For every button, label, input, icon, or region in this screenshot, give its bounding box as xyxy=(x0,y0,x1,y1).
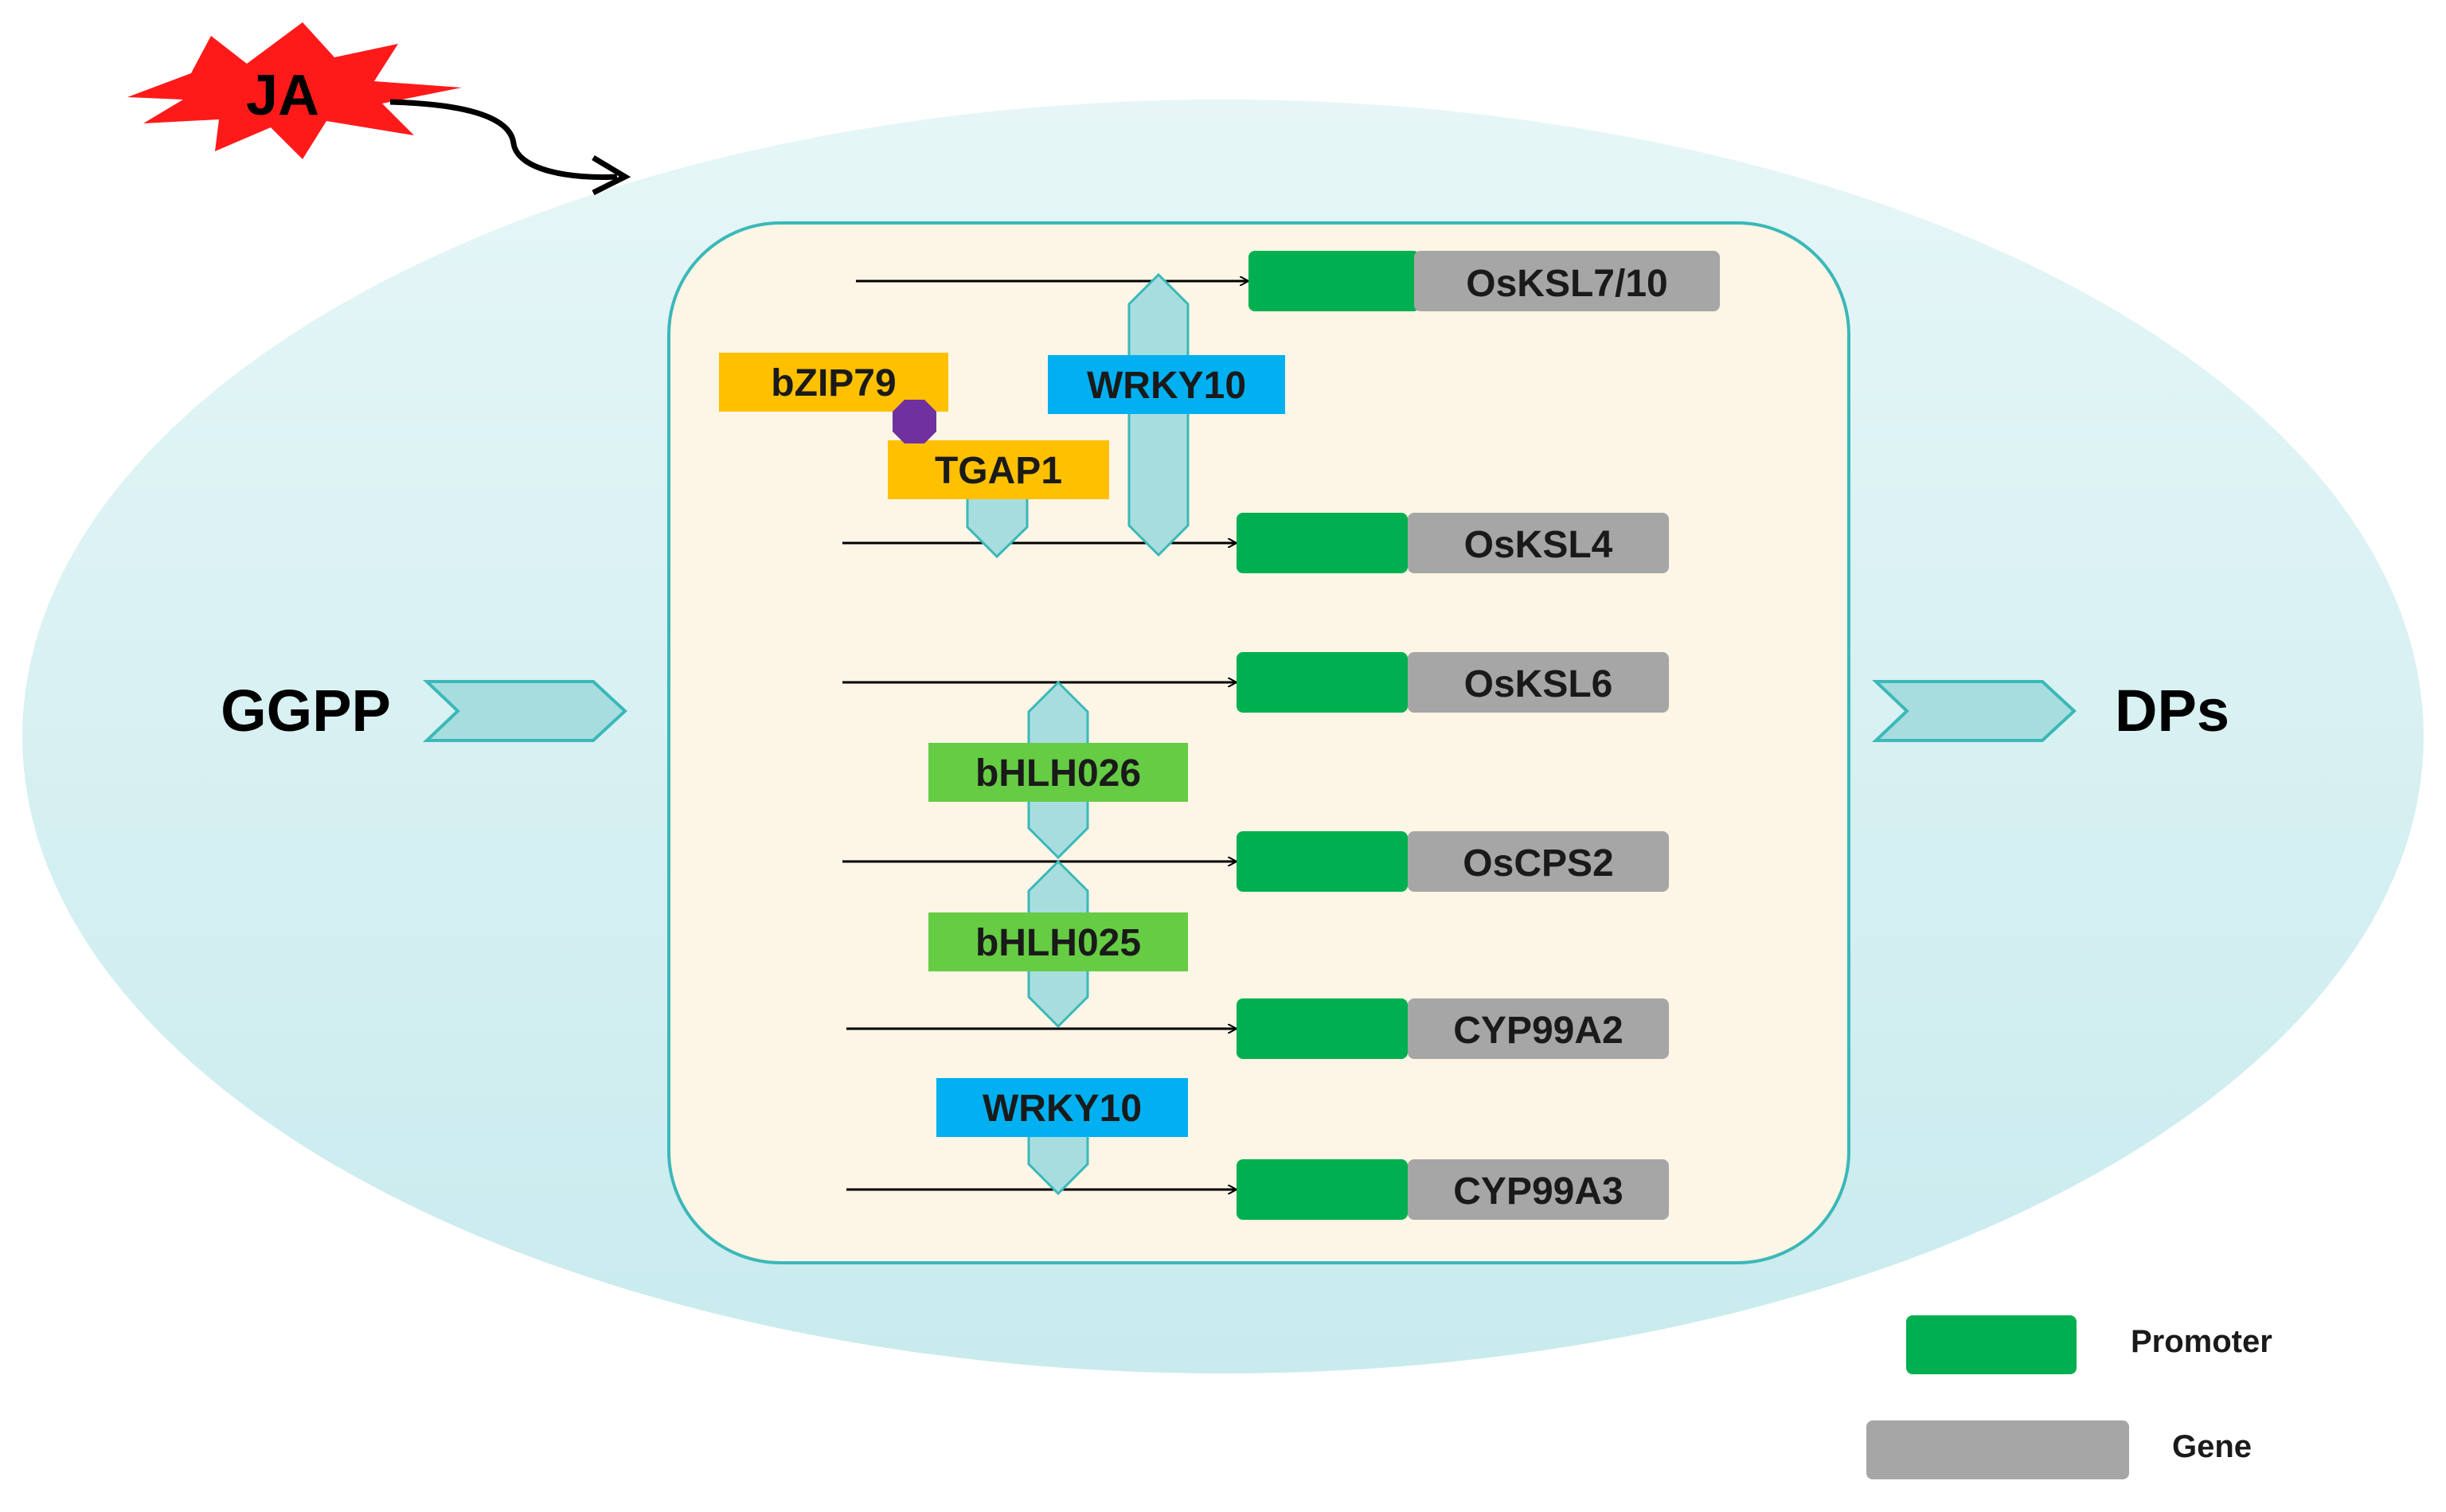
ja-label: JA xyxy=(246,64,319,127)
gene-block-osksl4 xyxy=(1408,513,1669,573)
gene-blocks: OsKSL7/10 OsKSL4 OsKSL6 OsCPS2 CYP99A2 C… xyxy=(1237,251,1720,1220)
gene-block-osksl6 xyxy=(1408,652,1669,713)
promoter-block-osksl6 xyxy=(1237,652,1408,713)
ja-starburst xyxy=(127,22,462,159)
bhlh026-box xyxy=(928,743,1188,802)
wrky10-bottom-box xyxy=(936,1078,1188,1137)
promoter-block-cyp99a3 xyxy=(1237,1159,1408,1220)
promoter-block-osksl7 xyxy=(1248,251,1420,311)
gene-block-cyp99a2 xyxy=(1408,998,1669,1059)
dps-label: DPs xyxy=(2115,678,2229,744)
wrky10-bottom-label: WRKY10 xyxy=(983,1088,1142,1130)
bhlh026-label: bHLH026 xyxy=(975,752,1141,795)
gene-label-osksl7: OsKSL7/10 xyxy=(1466,263,1667,305)
ja-arrow xyxy=(389,99,618,180)
protein-interaction-dot xyxy=(893,400,936,443)
legend-promoter-label: Promoter xyxy=(2131,1324,2272,1359)
promoter-block-oscps2 xyxy=(1237,831,1408,892)
tgap1-box xyxy=(888,440,1109,499)
gene-block-osksl7 xyxy=(1414,251,1720,311)
ggpp-label: GGPP xyxy=(221,678,391,744)
ggpp-chevron xyxy=(422,680,627,742)
gene-block-oscps2 xyxy=(1408,831,1669,892)
legend-gene-label: Gene xyxy=(2172,1429,2252,1464)
ja-signal: JA xyxy=(127,22,631,196)
wrky10-top-box xyxy=(1048,355,1285,414)
ja-arrowhead xyxy=(592,154,631,196)
wrky10-top-label: WRKY10 xyxy=(1087,365,1246,407)
promoter-block-cyp99a2 xyxy=(1237,998,1408,1059)
gene-label-oscps2: OsCPS2 xyxy=(1463,842,1613,885)
gene-label-osksl4: OsKSL4 xyxy=(1464,524,1613,566)
transcription-factors: bZIP79 TGAP1 WRKY10 bHLH026 bHLH025 WRKY… xyxy=(719,353,1285,1137)
gene-label-osksl6: OsKSL6 xyxy=(1464,663,1613,705)
gene-label-cyp99a3: CYP99A3 xyxy=(1453,1170,1623,1213)
dps-chevron xyxy=(1871,680,2077,742)
promoter-block-osksl4 xyxy=(1237,513,1408,573)
bhlh025-box xyxy=(928,912,1188,971)
legend-promoter-swatch xyxy=(1906,1315,2077,1374)
bzip79-label: bZIP79 xyxy=(771,362,896,404)
bhlh025-label: bHLH025 xyxy=(975,922,1141,964)
gene-block-cyp99a3 xyxy=(1408,1159,1669,1220)
wrky10-top-binding-arrow xyxy=(1127,272,1190,557)
legend: Promoter Gene xyxy=(1866,1315,2272,1479)
tgap1-label: TGAP1 xyxy=(935,450,1062,492)
legend-gene-swatch xyxy=(1866,1420,2129,1479)
gene-label-cyp99a2: CYP99A2 xyxy=(1453,1010,1623,1052)
